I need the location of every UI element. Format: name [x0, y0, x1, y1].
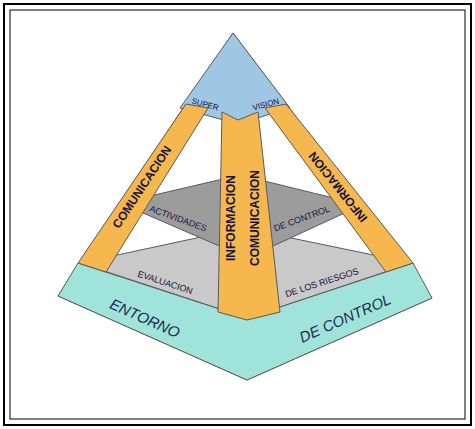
control-activities-layer: ACTIVIDADES DE CONTROL [120, 175, 362, 258]
layer-label: EVALUACION [136, 270, 193, 296]
layer-label: VISION [252, 98, 280, 113]
supervision-cap-shape [180, 33, 290, 124]
control-activities-layer-shape [120, 175, 362, 258]
layer-label: COMUNICACION [249, 170, 261, 266]
information-strip: INFORMACION [265, 104, 413, 272]
control-environment-base: ENTORNO DE CONTROL [58, 263, 432, 380]
control-environment-base-shape [58, 263, 432, 380]
layer-label: DE CONTROL [297, 291, 393, 345]
layer-label: ENTORNO [108, 296, 182, 340]
layer-label: DE LOS RIESGOS [284, 267, 360, 299]
supervision-cap: SUPER VISION [180, 33, 290, 124]
front-strip: INFORMACION COMUNICACION [218, 112, 280, 320]
layer-label: ACTIVIDADES [148, 205, 207, 234]
layer-label: DE CONTROL [273, 205, 332, 234]
communication-strip: COMUNICACION [78, 104, 208, 272]
layer-label: SUPER [191, 98, 220, 113]
layer-label: INFORMACION [225, 175, 237, 261]
